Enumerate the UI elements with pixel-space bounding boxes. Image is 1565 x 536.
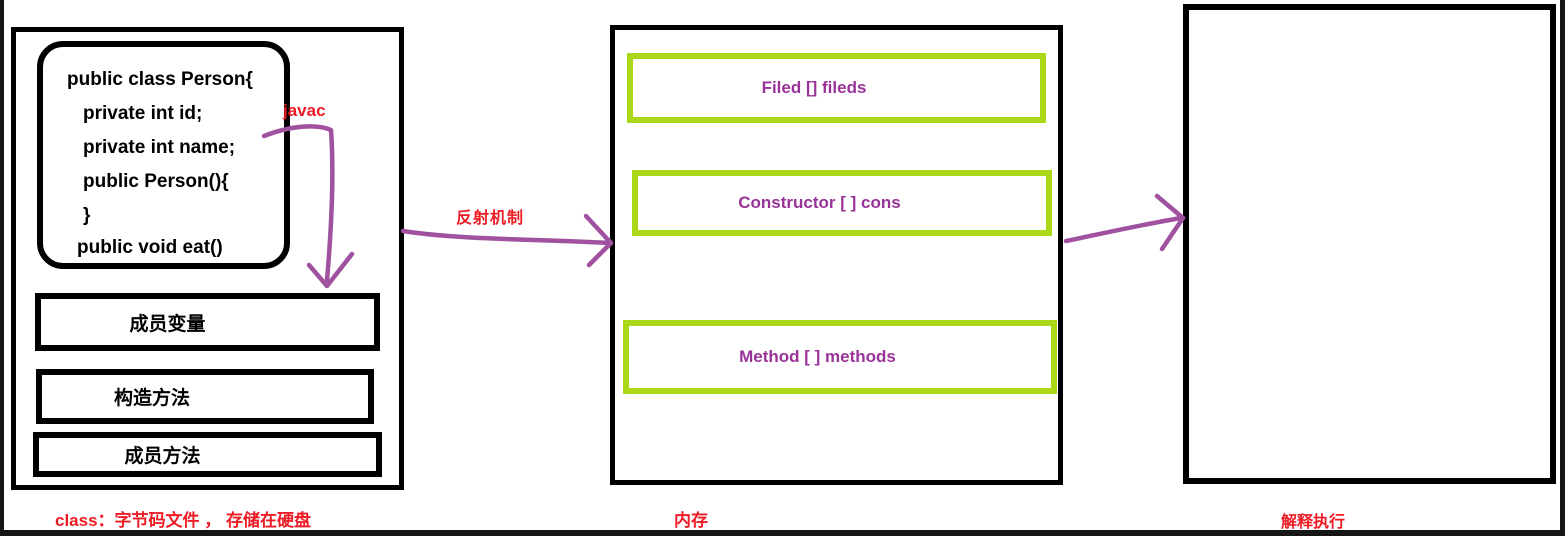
fields-slot-box: Filed [] fileds [627,53,1046,123]
frame-right-edge [1560,0,1565,536]
class-file-caption: class：字节码文件 ， 存储在硬盘 [55,511,311,530]
code-line: private int name; [83,137,236,158]
constructors-slot-box: Constructor [ ] cons [632,170,1052,236]
execution-caption: 解释执行 [1281,514,1346,531]
member-methods-box: 成员方法 [33,432,382,477]
javac-label: javac [283,101,326,120]
code-line: } [83,205,91,226]
constructors-slot-label: Constructor [ ] cons [738,193,901,212]
interpret-arrow-icon [1063,193,1186,252]
code-line: public Person(){ [83,171,229,192]
constructor-methods-box: 构造方法 [36,369,374,424]
member-variables-box: 成员变量 [35,293,380,351]
methods-slot-box: Method [ ] methods [623,320,1057,394]
constructor-methods-label: 构造方法 [113,388,190,409]
code-line: public void eat() [77,237,223,258]
memory-caption: 内存 [674,511,708,530]
frame-left-edge [0,0,4,536]
member-methods-label: 成员方法 [124,446,201,467]
fields-slot-label: Filed [] fileds [761,78,867,97]
reflection-label: 反射机制 [456,210,525,227]
code-line: private int id; [83,103,203,124]
methods-slot-label: Method [ ] methods [739,347,896,366]
member-variables-label: 成员变量 [129,313,206,335]
execution-box [1183,4,1556,484]
person-source-code-box: public class Person{ private int id; pri… [37,41,290,269]
frame-bottom-edge [0,530,1565,536]
code-line: public class Person{ [67,69,253,90]
